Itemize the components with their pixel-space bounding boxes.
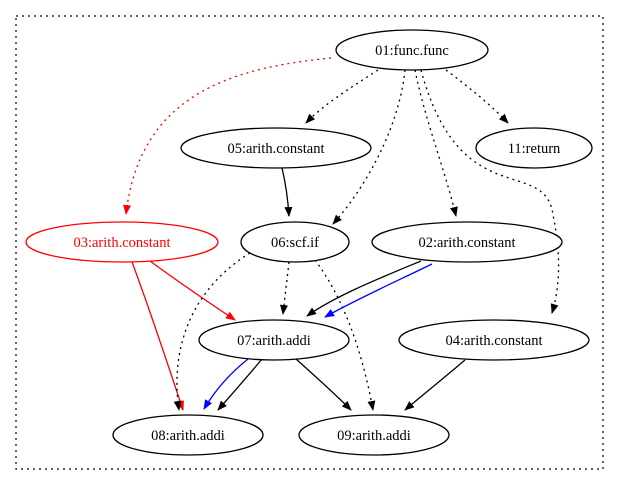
node-shape <box>298 414 450 456</box>
edges-layer <box>123 57 560 411</box>
node-shape <box>371 221 563 263</box>
node-shape <box>198 319 350 361</box>
node-label: 08:arith.addi <box>151 428 225 444</box>
node-04-arith-constant[interactable]: 04:arith.constant <box>398 319 590 361</box>
node-02-arith-constant[interactable]: 02:arith.constant <box>371 221 563 263</box>
edge-n01-n03 <box>123 57 332 215</box>
edge-n01-n02 <box>414 69 458 217</box>
node-01-func-func[interactable]: 01:func.func <box>335 29 489 71</box>
node-11-return[interactable]: 11:return <box>475 127 593 169</box>
edge-n03-n07 <box>149 260 236 321</box>
node-08-arith-addi[interactable]: 08:arith.addi <box>112 414 264 456</box>
edge-n04-n09 <box>404 359 466 411</box>
node-label: 09:arith.addi <box>337 428 411 444</box>
node-label: 07:arith.addi <box>237 333 311 349</box>
node-shape <box>25 221 219 263</box>
node-shape <box>240 221 350 263</box>
node-07-arith-addi[interactable]: 07:arith.addi <box>198 319 350 361</box>
edge-n01-n05 <box>305 69 379 124</box>
nodes-layer: 01:func.func 05:arith.constant 11:return… <box>25 29 593 456</box>
edge-n01-n04 <box>420 69 560 314</box>
edge-n06-n07 <box>280 261 290 315</box>
edge-n06-n08 <box>173 252 251 411</box>
node-shape <box>180 127 372 169</box>
edge-n02-n07 <box>324 263 433 318</box>
node-label: 02:arith.constant <box>418 235 515 251</box>
node-shape <box>335 29 489 71</box>
edge-n07-n08 <box>217 358 263 411</box>
node-label: 06:scf.if <box>271 235 319 251</box>
node-label: 04:arith.constant <box>445 333 542 349</box>
node-shape <box>112 414 264 456</box>
edge-n02-n07 <box>306 260 422 317</box>
edge-n05-n06 <box>281 167 293 217</box>
node-09-arith-addi[interactable]: 09:arith.addi <box>298 414 450 456</box>
node-shape <box>398 319 590 361</box>
node-label: 03:arith.constant <box>73 235 170 251</box>
edge-n03-n08 <box>131 261 184 411</box>
node-03-arith-constant[interactable]: 03:arith.constant <box>25 221 219 263</box>
node-label: 11:return <box>508 141 561 157</box>
edge-n07-n09 <box>295 358 352 411</box>
node-05-arith-constant[interactable]: 05:arith.constant <box>180 127 372 169</box>
edge-n06-n09 <box>314 259 376 411</box>
edge-n01-n11 <box>445 69 509 124</box>
node-label: 01:func.func <box>375 43 449 59</box>
edge-n01-n06 <box>332 69 406 225</box>
edge-n07-n08 <box>203 358 249 410</box>
node-label: 05:arith.constant <box>227 141 324 157</box>
cluster-border <box>15 15 604 470</box>
node-06-scf-if[interactable]: 06:scf.if <box>240 221 350 263</box>
node-shape <box>475 127 593 169</box>
